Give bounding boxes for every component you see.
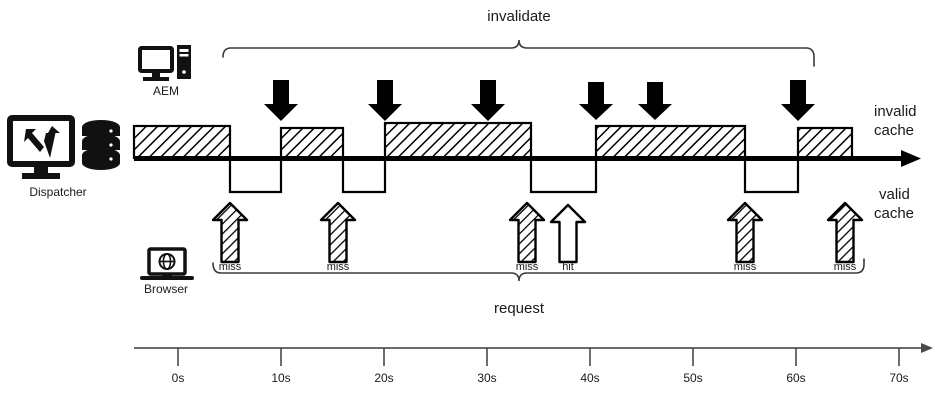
invalid-cache-blocks — [132, 121, 854, 160]
request-result-label: miss — [326, 261, 350, 273]
invalid-cache-label-line2: cache — [874, 122, 915, 139]
browser-label: Browser — [143, 282, 189, 296]
invalidate-arrow — [471, 80, 505, 121]
invalidate-arrows — [264, 80, 815, 121]
invalid-cache-label-line1: invalid — [874, 103, 917, 120]
axis-tick-label: 10s — [271, 371, 291, 385]
laptop-globe-icon — [140, 247, 194, 280]
cache-state-waveform — [132, 121, 921, 194]
axis-tick-label: 50s — [683, 371, 703, 385]
request-arrow-miss — [211, 201, 249, 264]
request-arrows — [211, 201, 864, 264]
axis-tick-label: 30s — [477, 371, 497, 385]
request-result-label: hit — [562, 261, 574, 273]
invalidate-arrow — [264, 80, 298, 121]
request-arrow-miss — [726, 201, 764, 264]
valid-cache-label-line1: valid — [879, 186, 910, 203]
desktop-tower-icon — [138, 45, 191, 81]
invalidate-brace — [222, 39, 815, 67]
request-result-label: miss — [833, 261, 857, 273]
valid-cache-label-line2: cache — [874, 205, 915, 222]
axis-tick-label: 20s — [374, 371, 394, 385]
axis-tick-label: 40s — [580, 371, 600, 385]
request-result-label: miss — [733, 261, 757, 273]
time-axis — [134, 343, 933, 366]
request-arrow-miss — [319, 201, 357, 264]
axis-tick-label: 70s — [889, 371, 909, 385]
dispatcher-label: Dispatcher — [29, 185, 87, 199]
axis-tick-label: 60s — [786, 371, 806, 385]
request-brace — [212, 258, 865, 282]
invalidate-arrow — [781, 80, 815, 121]
invalidate-arrow — [368, 80, 402, 121]
axis-tick-label: 0s — [171, 371, 185, 385]
request-arrow-hit — [549, 203, 587, 264]
dispatcher-monitor-database-icon — [7, 115, 120, 179]
request-result-label: miss — [218, 261, 242, 273]
invalidate-arrow — [579, 82, 613, 120]
request-arrow-miss — [826, 201, 864, 264]
request-arrow-miss — [508, 201, 546, 264]
invalidate-arrow — [638, 82, 672, 120]
request-title: request — [493, 300, 545, 317]
aem-label: AEM — [152, 84, 180, 98]
request-result-label: miss — [515, 261, 539, 273]
valid-cache-blocks — [228, 158, 800, 194]
invalidate-title: invalidate — [487, 8, 551, 25]
